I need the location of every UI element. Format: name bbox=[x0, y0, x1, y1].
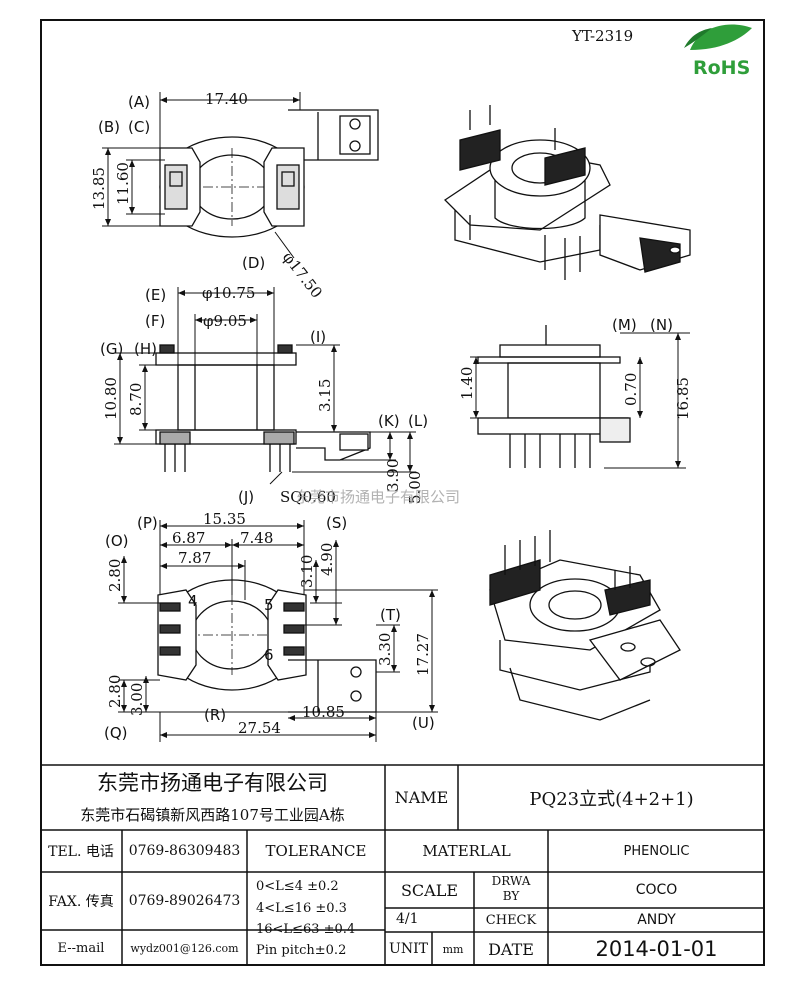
label-a: (A) bbox=[128, 93, 150, 111]
title-block-grid bbox=[40, 764, 765, 966]
pin-4: 4 bbox=[188, 592, 198, 610]
label-b: (B) bbox=[98, 118, 120, 136]
unit-value: mm bbox=[442, 942, 464, 956]
isometric-view-bottom bbox=[489, 530, 681, 721]
tel-value: 0769-86309483 bbox=[128, 843, 241, 859]
side-view-dimensions bbox=[470, 332, 690, 469]
label-d: (D) bbox=[242, 254, 265, 272]
fax-value: 0769-89026473 bbox=[128, 893, 241, 909]
dim-s1: 3.10 bbox=[298, 555, 316, 588]
isometric-view-top bbox=[443, 105, 691, 280]
date-value: 2014-01-01 bbox=[595, 937, 718, 961]
label-f: (F) bbox=[145, 312, 165, 330]
dim-f: φ9.05 bbox=[203, 312, 247, 330]
dim-o: 2.80 bbox=[106, 559, 124, 592]
fax-label: FAX. 传真 bbox=[48, 894, 114, 910]
dim-d: φ17.50 bbox=[279, 248, 326, 301]
dim-t: 3.30 bbox=[376, 633, 394, 666]
label-t: (T) bbox=[380, 606, 401, 624]
dim-o3: 7.87 bbox=[178, 549, 211, 567]
dim-r: 27.54 bbox=[238, 719, 281, 737]
company-name: 东莞市扬通电子有限公司 bbox=[97, 771, 328, 795]
side-view bbox=[477, 325, 631, 468]
email-value: wydz001@126.com bbox=[130, 941, 239, 955]
date-label: DATE bbox=[488, 939, 534, 959]
drawn-by-value: COCO bbox=[635, 882, 678, 898]
top-view bbox=[159, 109, 379, 238]
bottom-view-dimensions bbox=[118, 520, 438, 742]
name-value: PQ23立式(4+2+1) bbox=[529, 788, 694, 810]
dim-e: φ10.75 bbox=[202, 284, 255, 302]
watermark: 东莞市扬通电子有限公司 bbox=[295, 488, 460, 506]
label-u: (U) bbox=[412, 714, 435, 732]
scale-label: SCALE bbox=[400, 880, 459, 900]
tolerance-row-1: 0<L≤4 ±0.2 bbox=[256, 879, 339, 894]
dim-p: 15.35 bbox=[203, 510, 246, 528]
label-r: (R) bbox=[204, 706, 226, 724]
dim-m: 0.70 bbox=[622, 373, 640, 406]
drawing-sheet bbox=[40, 19, 765, 966]
label-m: (M) bbox=[612, 316, 637, 334]
dim-j: SQ0.60 bbox=[280, 488, 336, 506]
dim-r2: 10.85 bbox=[302, 703, 345, 721]
label-n: (N) bbox=[650, 316, 673, 334]
dim-q: 3.00 bbox=[128, 683, 146, 716]
label-g: (G) bbox=[100, 340, 123, 358]
label-j: (J) bbox=[238, 488, 254, 506]
label-h: (H) bbox=[134, 340, 157, 358]
label-i: (I) bbox=[310, 328, 326, 346]
dim-b: 13.85 bbox=[90, 167, 108, 210]
part-number: YT-2319 bbox=[571, 27, 633, 45]
tolerance-row-2: 4<L≤16 ±0.3 bbox=[256, 901, 347, 916]
front-view-dimensions bbox=[114, 287, 416, 485]
dim-o2: 7.48 bbox=[240, 529, 273, 547]
dim-c: 11.60 bbox=[114, 162, 132, 205]
material-label: MATERLAL bbox=[422, 842, 511, 860]
top-view-dimensions bbox=[102, 92, 301, 259]
scale-value: 4/1 bbox=[396, 911, 419, 927]
dim-l: 5.00 bbox=[406, 471, 424, 504]
label-o: (O) bbox=[105, 532, 129, 550]
check-label: CHECK bbox=[485, 912, 537, 928]
label-c: (C) bbox=[128, 118, 150, 136]
label-p: (P) bbox=[137, 514, 158, 532]
bottom-view bbox=[157, 579, 377, 713]
pin-5: 5 bbox=[264, 596, 274, 614]
dim-u: 17.27 bbox=[414, 633, 432, 676]
tolerance-label: TOLERANCE bbox=[265, 842, 367, 860]
dim-q1: 2.80 bbox=[106, 675, 124, 708]
dim-h: 8.70 bbox=[127, 383, 145, 416]
tel-label: TEL. 电话 bbox=[48, 844, 114, 860]
email-label: E--mail bbox=[57, 940, 105, 956]
dim-a: 17.40 bbox=[205, 90, 248, 108]
dim-g: 10.80 bbox=[102, 377, 120, 420]
front-view bbox=[155, 344, 371, 472]
label-s: (S) bbox=[326, 514, 347, 532]
name-label: NAME bbox=[394, 788, 449, 807]
dim-n: 16.85 bbox=[674, 377, 692, 420]
check-value: ANDY bbox=[637, 912, 676, 928]
unit-label: UNIT bbox=[389, 941, 428, 957]
dim-side-left: 1.40 bbox=[458, 367, 476, 400]
rohs-logo: RoHS bbox=[684, 24, 752, 79]
label-e: (E) bbox=[145, 286, 166, 304]
dim-o1: 6.87 bbox=[172, 529, 205, 547]
label-k: (K) bbox=[378, 412, 400, 430]
svg-text:RoHS: RoHS bbox=[693, 57, 750, 79]
label-q: (Q) bbox=[104, 724, 128, 742]
tolerance-row-3: 16<L≤63 ±0.4 bbox=[256, 922, 356, 937]
dim-k: 3.90 bbox=[384, 459, 402, 492]
company-address: 东莞市石碣镇新风西路107号工业园A栋 bbox=[80, 806, 345, 824]
pin-6: 6 bbox=[264, 646, 274, 664]
label-l: (L) bbox=[408, 412, 428, 430]
dim-i: 3.15 bbox=[316, 379, 334, 412]
dim-s: 4.90 bbox=[318, 543, 336, 576]
material-value: PHENOLIC bbox=[623, 843, 690, 859]
tolerance-row-4: Pin pitch±0.2 bbox=[256, 943, 347, 958]
